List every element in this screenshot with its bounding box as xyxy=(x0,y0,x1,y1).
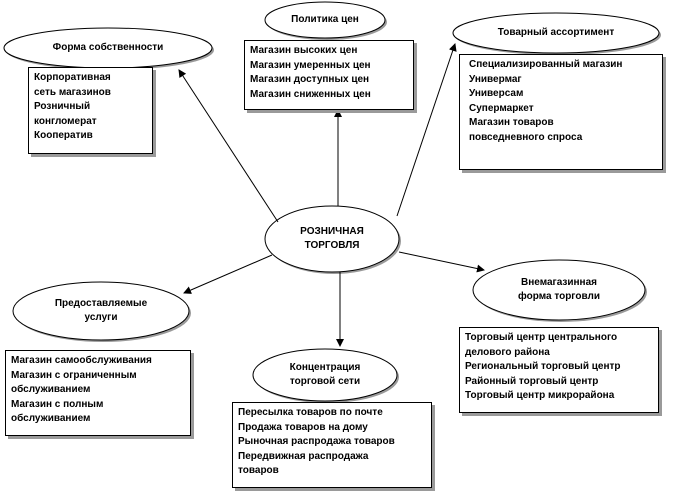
list-item: Пересылка товаров по почте xyxy=(238,407,383,418)
list-item: Передвижная распродажа xyxy=(238,450,369,462)
price-policy-box: Магазин высоких цен Магазин умеренных це… xyxy=(244,40,414,110)
ownership-title: Форма собственности xyxy=(20,38,196,58)
list-item: делового района xyxy=(465,346,550,358)
list-item: Магазин высоких цен xyxy=(250,45,358,56)
list-item: Торговый центр микрорайона xyxy=(465,390,615,401)
assortment-title: Товарный ассортимент xyxy=(470,23,642,43)
non-store-title-text: форма торговли xyxy=(518,291,600,302)
list-item: Специализированный магазин xyxy=(469,59,623,70)
concentration-title: Концентрация торговой сети xyxy=(262,356,388,394)
list-item: Магазин товаров xyxy=(469,117,554,128)
center-label: РОЗНИЧНАЯ ТОРГОВЛЯ xyxy=(272,219,392,259)
concentration-ellipse xyxy=(252,348,398,402)
list-item: Магазин самообслуживания xyxy=(11,355,152,366)
list-item: Районный торговый центр xyxy=(465,375,599,387)
price-policy-ellipse xyxy=(264,1,386,39)
list-item: Рыночная распродажа товаров xyxy=(238,436,395,447)
list-item: Магазин с полным xyxy=(11,398,104,410)
list-item: обслуживанием xyxy=(11,413,91,424)
arrow-to-services xyxy=(183,254,273,294)
concentration-title-text: торговой сети xyxy=(289,376,361,387)
price-policy-title: Политика цен xyxy=(270,10,380,30)
services-box: Магазин самообслуживания Магазин с огран… xyxy=(5,350,191,436)
non-store-title: Внемагазинная форма торговли xyxy=(484,271,634,309)
assortment-ellipse xyxy=(452,12,660,54)
assortment-box: Специализированный магазин Универмаг Уни… xyxy=(459,54,663,170)
ownership-title-text: Форма собственности xyxy=(52,41,164,53)
arrow-to-ownership xyxy=(178,69,279,223)
non-store-title-text: Внемагазинная xyxy=(521,276,597,288)
list-item: сеть магазинов xyxy=(34,86,111,98)
list-item: повседневного спроса xyxy=(469,131,583,143)
list-item: Супермаркет xyxy=(469,102,534,114)
ownership-box: Корпоративная сеть магазинов Розничный к… xyxy=(28,67,153,154)
list-item: Региональный торговый центр xyxy=(465,361,621,372)
list-item: Торговый центр центрального xyxy=(465,332,618,343)
list-item: Универмаг xyxy=(469,73,522,85)
list-item: Розничный xyxy=(34,101,91,112)
list-item: Магазин умеренных цен xyxy=(250,59,371,71)
non-store-ellipse xyxy=(472,259,646,321)
list-item: Магазин с ограниченным xyxy=(11,369,137,381)
price-policy-title-text: Политика цен xyxy=(291,13,359,25)
list-item: Магазин сниженных цен xyxy=(250,88,371,100)
list-item: конгломерат xyxy=(34,115,97,127)
center-label-line: РОЗНИЧНАЯ xyxy=(300,225,364,237)
list-item: Универсам xyxy=(469,88,524,99)
assortment-title-text: Товарный ассортимент xyxy=(497,26,615,38)
concentration-title-text: Концентрация xyxy=(289,361,361,373)
list-item: Продажа товаров на дому xyxy=(238,421,368,433)
concentration-box: Пересылка товаров по почте Продажа товар… xyxy=(232,402,432,488)
center-label-line: ТОРГОВЛЯ xyxy=(304,240,360,251)
list-item: Кооператив xyxy=(34,130,93,141)
arrow-to-assortment xyxy=(396,43,457,217)
list-item: Магазин доступных цен xyxy=(250,74,370,85)
center-ellipse xyxy=(264,205,400,273)
list-item: Корпоративная xyxy=(34,72,111,83)
list-item: обслуживанием xyxy=(11,384,91,395)
services-title-text: услуги xyxy=(84,312,118,323)
services-title: Предоставляемые услуги xyxy=(26,292,176,330)
services-ellipse xyxy=(12,281,190,341)
services-title-text: Предоставляемые xyxy=(54,297,148,309)
arrow-to-non-store xyxy=(398,251,485,273)
list-item: товаров xyxy=(238,465,279,476)
non-store-box: Торговый центр центрального делового рай… xyxy=(459,327,659,413)
